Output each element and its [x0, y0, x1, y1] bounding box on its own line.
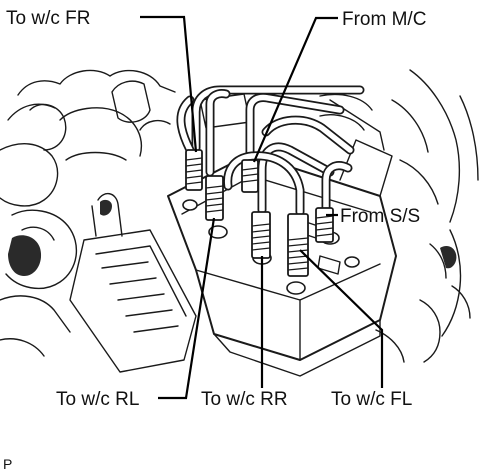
flare-nut-mc [241, 159, 259, 193]
engine-bay-background [0, 69, 479, 373]
callout-labels: To w/c FR From M/C From S/S To w/c RL To… [3, 8, 426, 472]
figure-code: P [3, 456, 12, 472]
label-to-wc-rr: To w/c RR [201, 389, 288, 410]
leader-to-wc-rl [158, 217, 216, 400]
port-6 [344, 256, 360, 268]
flare-nut-fl [287, 213, 309, 277]
flare-nut-rr [251, 211, 271, 259]
port-3 [286, 281, 306, 295]
leader-to-wc-fr [140, 15, 198, 153]
leader-from-mc [252, 16, 338, 163]
label-from-ss: From S/S [340, 206, 420, 227]
flare-nuts [185, 149, 334, 277]
label-to-wc-fl: To w/c FL [331, 389, 412, 410]
port-5 [182, 199, 198, 211]
flare-nut-ss [315, 207, 334, 243]
label-to-wc-rl: To w/c RL [56, 389, 139, 410]
port-1 [208, 225, 228, 239]
flare-nut-fr [185, 149, 203, 191]
flare-nut-rl [205, 175, 224, 221]
label-to-wc-fr: To w/c FR [6, 8, 90, 29]
label-from-mc: From M/C [342, 9, 426, 30]
leader-to-wc-fl [299, 249, 384, 388]
brake-pipes [176, 85, 365, 217]
leader-lines [140, 15, 384, 400]
